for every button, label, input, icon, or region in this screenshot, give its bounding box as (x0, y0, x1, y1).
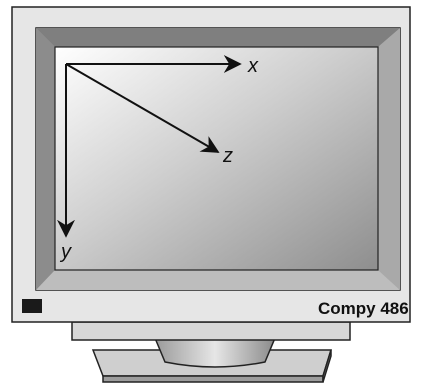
monitor-stand-top (72, 322, 350, 340)
monitor-stand-neck (155, 338, 275, 367)
power-indicator (22, 299, 42, 313)
monitor-screen (55, 47, 378, 270)
y-axis-label: y (59, 241, 72, 263)
z-axis-label: z (222, 145, 233, 167)
brand-label: Compy 486 (318, 299, 409, 318)
x-axis-label: x (247, 55, 259, 77)
